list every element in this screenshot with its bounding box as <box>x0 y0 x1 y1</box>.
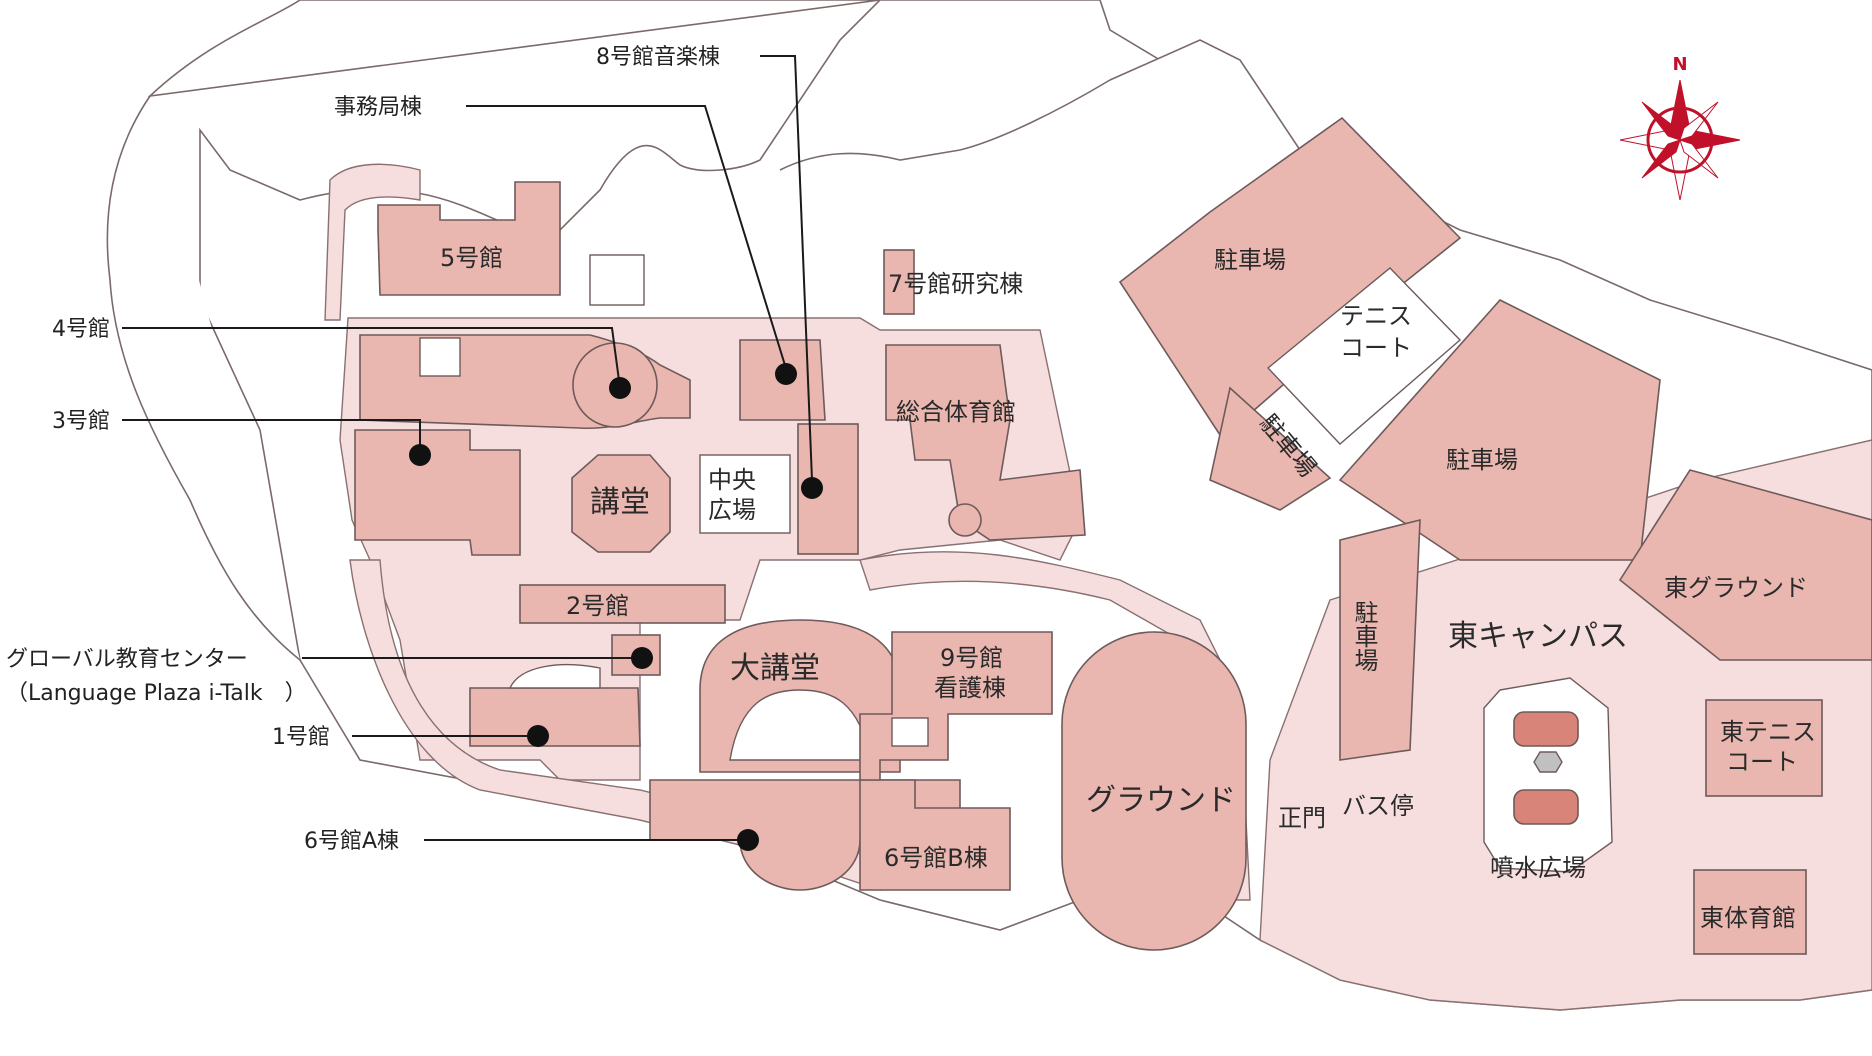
east-tennis-court <box>1705 699 1823 797</box>
label-building-9-1: 9号館 <box>940 644 1003 672</box>
label-gymnasium: 総合体育館 <box>896 398 1016 426</box>
north-road <box>779 39 1301 171</box>
label-bus-stop: バス停 <box>1342 792 1414 820</box>
marker-building-1 <box>527 725 549 747</box>
general-gymnasium <box>885 344 1086 541</box>
parking-diagonal <box>1209 386 1332 511</box>
callout-global-center-2: （Language Plaza i-Talk ） <box>6 681 307 706</box>
label-grand-auditorium: 大講堂 <box>730 651 820 686</box>
label-tennis-1: テニス <box>1340 302 1412 330</box>
label-fountain: 噴水広場 <box>1490 854 1586 882</box>
parking-vertical <box>1339 518 1421 761</box>
fountain-pool-north <box>1513 711 1579 747</box>
building-1 <box>469 687 641 747</box>
compass-north-label: N <box>1672 54 1687 75</box>
label-building-5: 5号館 <box>440 244 503 272</box>
building-9-annex <box>891 717 929 747</box>
label-ground: グラウンド <box>1086 783 1236 818</box>
label-east-tennis-1: 東テニス <box>1720 718 1816 746</box>
ground-track <box>1061 631 1247 951</box>
marker-building-4 <box>609 377 631 399</box>
east-ground <box>1618 469 1872 661</box>
central-plaza <box>699 454 791 534</box>
label-central-plaza-1: 中央 <box>708 466 756 494</box>
building-6b <box>859 779 1011 891</box>
label-building-6b: 6号館B棟 <box>884 844 988 872</box>
label-building-2: 2号館 <box>566 592 629 620</box>
marker-building-6a <box>737 829 759 851</box>
gym-annex-circle <box>948 503 982 537</box>
building-5 <box>377 181 561 296</box>
label-east-campus: 東キャンパス <box>1448 619 1628 654</box>
marker-building-8 <box>801 477 823 499</box>
west-coast <box>106 95 301 661</box>
label-central-plaza-2: 広場 <box>708 496 756 524</box>
health-room-cross <box>419 337 461 377</box>
marker-jimukyoku <box>775 363 797 385</box>
building-2 <box>519 584 726 624</box>
auditorium <box>571 454 671 553</box>
label-building-9-2: 看護棟 <box>934 674 1006 702</box>
callout-building-1: 1号館 <box>272 725 330 750</box>
fountain-pool-south <box>1513 789 1579 825</box>
east-gymnasium <box>1693 869 1807 955</box>
label-east-tennis-2: コート <box>1726 748 1798 776</box>
fountain-center <box>1533 751 1563 773</box>
building-5-annex <box>589 254 645 306</box>
callout-building-4: 4号館 <box>52 317 110 342</box>
tennis-court <box>1266 267 1462 445</box>
label-east-gym: 東体育館 <box>1700 904 1796 932</box>
callout-jimukyoku: 事務局棟 <box>334 95 422 120</box>
callout-building-8: 8号館音楽棟 <box>596 45 720 70</box>
marker-building-3 <box>409 444 431 466</box>
label-building-7: 7号館研究棟 <box>888 270 1023 298</box>
label-parking-middle: 駐車場 <box>1446 446 1518 474</box>
fountain-plaza <box>1483 677 1613 873</box>
label-auditorium: 講堂 <box>590 485 650 520</box>
label-parking-top: 駐車場 <box>1214 246 1286 274</box>
callout-building-6a: 6号館A棟 <box>304 829 399 854</box>
label-tennis-2: コート <box>1340 334 1412 362</box>
label-east-ground: 東グラウンド <box>1664 574 1808 602</box>
building-3 <box>354 429 521 556</box>
ring-road-west <box>324 163 421 321</box>
compass-rose: N <box>1619 54 1741 201</box>
callout-building-3: 3号館 <box>52 409 110 434</box>
callout-global-center-1: グローバル教育センター <box>6 647 248 672</box>
label-parking-vertical: 駐車場 <box>1350 600 1378 672</box>
building-1-arc <box>508 663 601 689</box>
marker-global-center <box>631 647 653 669</box>
building-7 <box>883 249 915 315</box>
label-main-gate: 正門 <box>1278 804 1326 832</box>
